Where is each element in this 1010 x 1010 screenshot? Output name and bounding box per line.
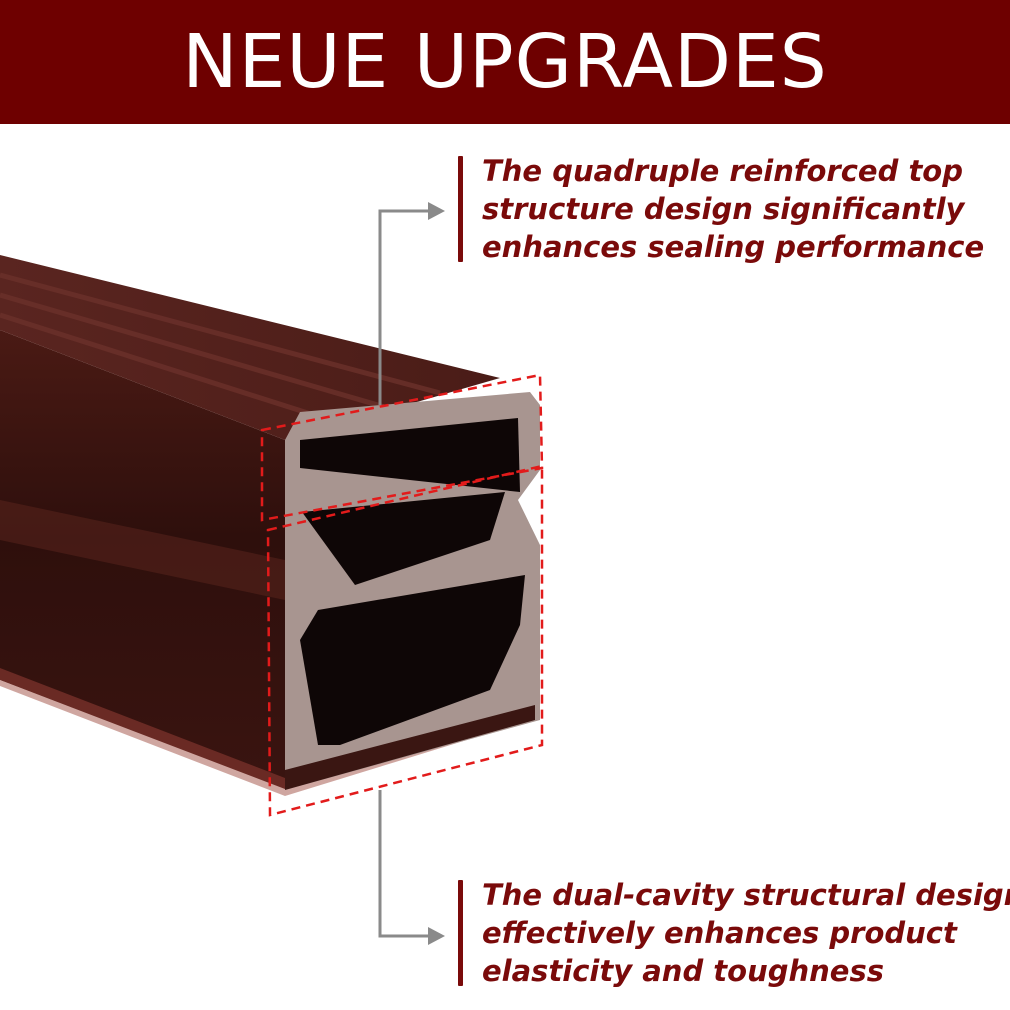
arrow-top-icon bbox=[428, 202, 445, 220]
leader-lines bbox=[378, 209, 430, 938]
callout-bottom-line-3: elasticity and toughness bbox=[482, 954, 884, 988]
callout-top-bar bbox=[458, 156, 463, 262]
callout-bottom-line-2: effectively enhances product bbox=[482, 916, 957, 950]
top-cavity bbox=[300, 418, 520, 492]
page-title: NEUE UPGRADES bbox=[182, 19, 828, 105]
callout-bottom-bar bbox=[458, 880, 463, 986]
arrow-bottom-icon bbox=[428, 927, 445, 945]
bottom-cavity bbox=[300, 575, 525, 745]
arrowheads bbox=[428, 202, 445, 945]
profile-base bbox=[285, 705, 535, 790]
bottom-highlight bbox=[266, 464, 544, 817]
seal-strip-illustration bbox=[0, 202, 544, 945]
strip-top-face bbox=[0, 255, 500, 440]
top-highlight bbox=[260, 373, 544, 522]
callout-top-line-1: The quadruple reinforced top bbox=[482, 154, 963, 188]
callout-top-text: The quadruple reinforced top structure d… bbox=[482, 152, 984, 266]
strip-side-groove bbox=[0, 500, 285, 600]
header-banner: NEUE UPGRADES bbox=[0, 0, 1010, 124]
callout-top-line-2: structure design significantly bbox=[482, 192, 965, 226]
callout-bottom-text: The dual-cavity structural design effect… bbox=[482, 876, 1010, 990]
callout-bottom-line-1: The dual-cavity structural design bbox=[482, 878, 1010, 912]
wedge-cavity bbox=[302, 492, 505, 585]
highlight-frames bbox=[260, 373, 544, 817]
callout-top: The quadruple reinforced top structure d… bbox=[458, 152, 984, 266]
callout-bottom: The dual-cavity structural design effect… bbox=[458, 876, 1010, 990]
callout-top-line-3: enhances sealing performance bbox=[482, 230, 985, 264]
top-ribs bbox=[0, 272, 441, 425]
